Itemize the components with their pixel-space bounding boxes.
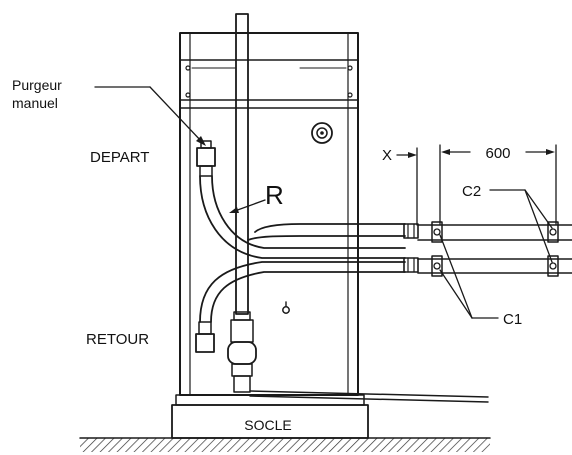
floor-pipe xyxy=(249,390,489,403)
cabinet xyxy=(179,32,359,396)
retour-fitting xyxy=(195,321,215,353)
ground-hatching xyxy=(80,438,490,452)
label-c1: C1 xyxy=(503,311,522,328)
depart-fitting xyxy=(196,140,216,177)
gauge-icon xyxy=(311,122,333,144)
label-purgeur-line2: manuel xyxy=(12,95,58,111)
label-depart: DEPART xyxy=(90,149,149,166)
dimension-x xyxy=(396,147,418,226)
label-r: R xyxy=(265,180,284,210)
leader-c2 xyxy=(489,189,553,263)
label-c2: C2 xyxy=(462,183,481,200)
fittings-x xyxy=(403,223,419,273)
label-purgeur-line1: Purgeur xyxy=(12,77,62,93)
label-socle: SOCLE xyxy=(244,417,291,433)
label-x: X xyxy=(382,147,392,164)
vertical-pipe-r xyxy=(227,13,257,393)
label-retour: RETOUR xyxy=(86,331,149,348)
leader-purgeur xyxy=(94,86,206,146)
horizontal-pipes xyxy=(417,221,572,277)
drain-symbol-icon xyxy=(282,301,290,314)
dimension-600 xyxy=(439,144,557,225)
leader-c1 xyxy=(439,234,499,319)
label-600: 600 xyxy=(485,145,510,162)
flexible-hoses xyxy=(199,175,406,323)
leader-r xyxy=(229,199,266,213)
